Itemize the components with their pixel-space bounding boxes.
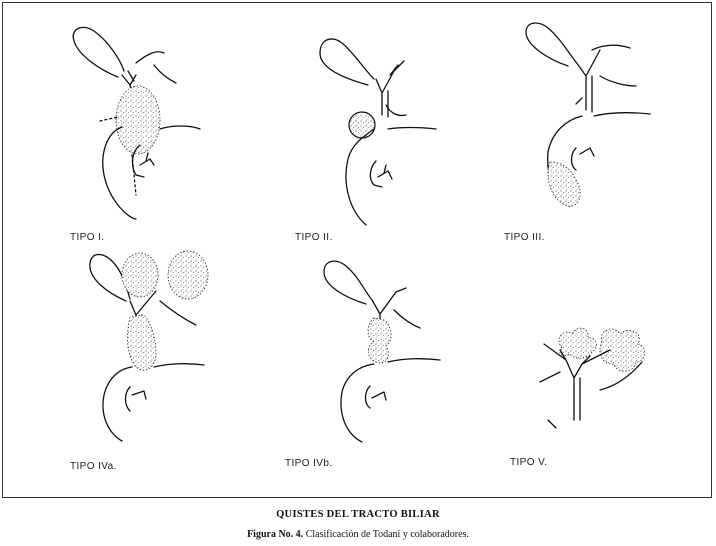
duodenum (345, 126, 437, 226)
tipo-3-illustration (525, 22, 651, 207)
intrahepatic-cyst-left (121, 252, 159, 298)
liver-edge (591, 44, 637, 87)
segmental-cysts (367, 317, 392, 364)
pancreatic-duct (377, 164, 393, 180)
label-tipo-2: TIPO II. (295, 232, 333, 243)
choledochal-cyst (115, 85, 161, 155)
pancreatic-duct (131, 390, 147, 400)
pancreatic-duct (139, 152, 155, 166)
panel-tipo-1: TIPO I. (60, 25, 201, 243)
gallbladder (525, 22, 577, 67)
hepatic-ducts (543, 343, 611, 421)
caption-text: Clasificación de Todani y colaboradores. (303, 529, 469, 540)
duodenum (102, 363, 205, 442)
gallbladder (323, 260, 373, 305)
intrahepatic-cysts (558, 327, 597, 359)
gallbladder (319, 38, 375, 86)
label-tipo-3: TIPO III. (504, 232, 545, 243)
tipo-4a-illustration (89, 250, 209, 442)
panel-tipo-4b: TIPO IVb. (285, 258, 450, 469)
pancreatic-duct (371, 391, 387, 401)
liver-edge (159, 300, 197, 326)
panel-tipo-5: TIPO V. (510, 320, 670, 468)
duodenum (340, 358, 441, 443)
pancreatic-duct (579, 147, 595, 157)
panel-tipo-4a: TIPO IVa. (70, 245, 230, 472)
panel-tipo-2: TIPO II. (290, 35, 440, 243)
gallbladder (72, 26, 125, 78)
intrahepatic-cysts-right (599, 328, 645, 372)
liver-edge (539, 361, 643, 429)
label-tipo-4b: TIPO IVb. (285, 458, 333, 469)
label-tipo-5: TIPO V. (510, 457, 548, 468)
tipo-1-illustration (72, 26, 201, 220)
figure-caption: Figura No. 4. Clasificación de Todani y … (0, 529, 716, 540)
caption-prefix: Figura No. 4. (247, 529, 304, 540)
choledochocele (547, 161, 581, 207)
tipo-2-illustration (319, 38, 437, 226)
label-tipo-1: TIPO I. (70, 232, 105, 243)
label-tipo-4a: TIPO IVa. (70, 461, 117, 472)
dashed-outline (99, 116, 137, 196)
hepatic-ducts (375, 60, 405, 118)
liver-edge (135, 51, 177, 84)
hepatic-ducts (575, 49, 601, 113)
liver-edge (385, 104, 407, 117)
figure-frame (2, 2, 712, 498)
tipo-5-illustration (539, 327, 645, 429)
intrahepatic-cyst-right (167, 250, 209, 300)
extrahepatic-cyst (127, 314, 157, 371)
liver-edge (393, 309, 421, 329)
panel-tipo-3: TIPO III. (504, 20, 680, 243)
tipo-4b-illustration (323, 260, 441, 443)
diverticulum-cyst (348, 111, 376, 139)
figure-title: QUISTES DEL TRACTO BILIAR (276, 509, 440, 520)
